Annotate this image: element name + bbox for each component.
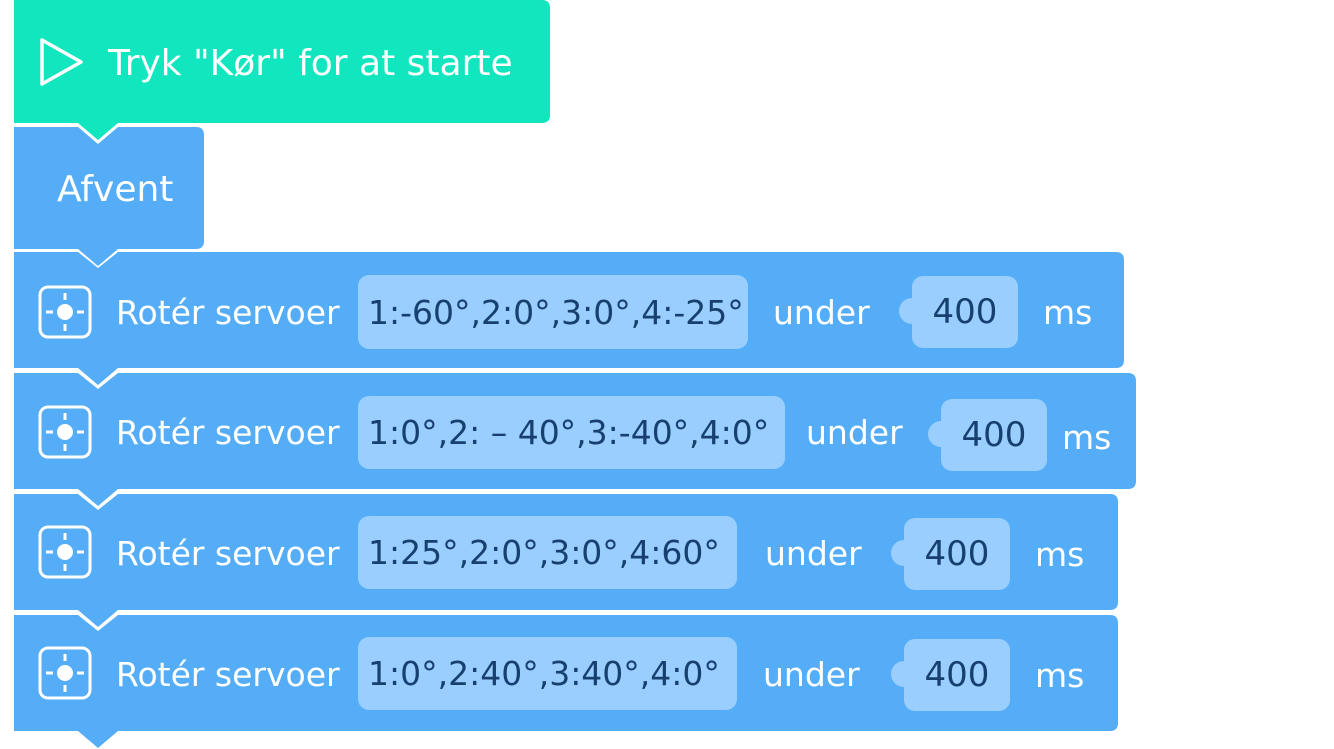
angles-field[interactable]: 1:25°,2:0°,3:0°,4:60° <box>358 516 737 589</box>
start-block-label: Tryk "Kør" for at starte <box>108 42 513 84</box>
rotate-label: Rotér servoer <box>116 654 340 694</box>
ms-label: ms <box>1035 534 1085 574</box>
servo-icon <box>38 646 92 700</box>
angles-field[interactable]: 1:0°,2: – 40°,3:-40°,4:0° <box>358 396 785 469</box>
wait-block-shape[interactable] <box>14 127 204 266</box>
under-label: under <box>765 533 862 573</box>
rotate-label: Rotér servoer <box>116 412 340 452</box>
duration-field[interactable]: 400 <box>904 639 1010 711</box>
rotate-label: Rotér servoer <box>116 292 340 332</box>
angles-field[interactable]: 1:0°,2:40°,3:40°,4:0° <box>358 637 737 710</box>
ms-label: ms <box>1062 417 1112 457</box>
rotate-label: Rotér servoer <box>116 533 340 573</box>
under-label: under <box>806 412 903 452</box>
duration-field[interactable]: 400 <box>912 276 1018 348</box>
angles-field[interactable]: 1:-60°,2:0°,3:0°,4:-25° <box>358 275 748 349</box>
duration-field[interactable]: 400 <box>904 518 1010 590</box>
wait-block-label: Afvent <box>57 168 174 210</box>
servo-icon <box>38 285 92 339</box>
ms-label: ms <box>1043 292 1093 332</box>
ms-label: ms <box>1035 655 1085 695</box>
servo-icon <box>38 405 92 459</box>
duration-field[interactable]: 400 <box>941 399 1047 471</box>
under-label: under <box>773 292 870 332</box>
servo-icon <box>38 525 92 579</box>
start-block-shape[interactable] <box>14 0 550 140</box>
under-label: under <box>763 654 860 694</box>
play-icon <box>40 38 83 86</box>
